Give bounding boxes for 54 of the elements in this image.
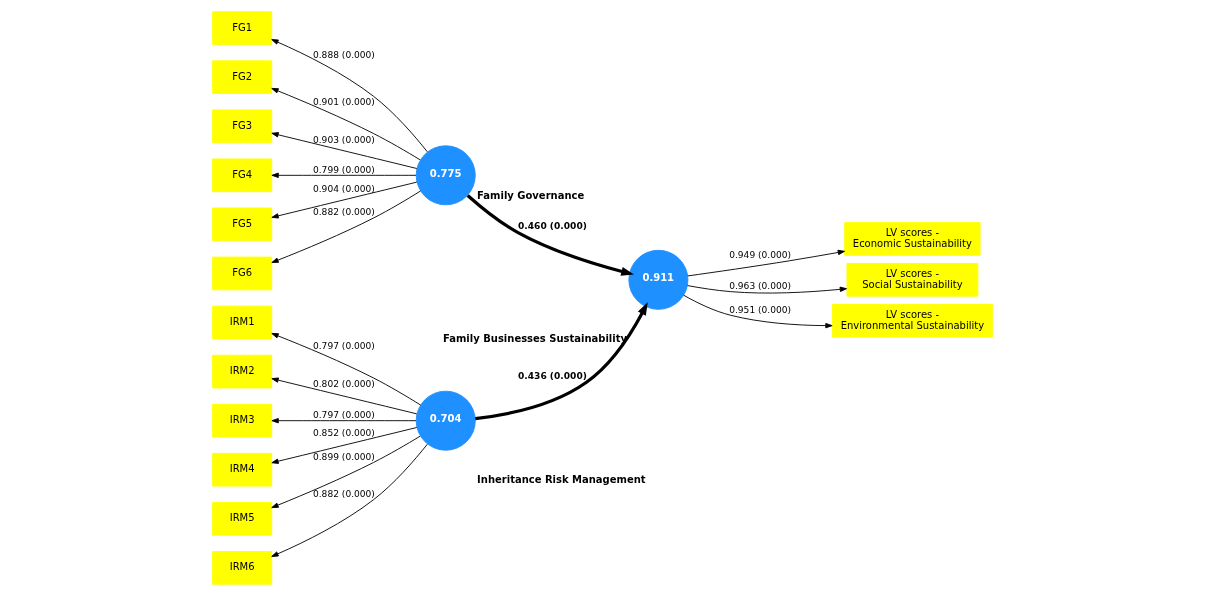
node-box: IRM6 <box>212 551 273 585</box>
edge-label: 0.882 (0.000) <box>312 207 375 218</box>
edge-label: 0.888 (0.000) <box>312 50 375 61</box>
arrow <box>271 333 421 406</box>
arrow <box>683 294 833 329</box>
node-circle: 0.775 <box>415 145 476 206</box>
edge-label: 0.882 (0.000) <box>312 489 375 500</box>
node-box: FG6 <box>212 256 273 291</box>
arrow <box>466 194 634 276</box>
arrow <box>271 172 417 178</box>
edge-label: 0.899 (0.000) <box>312 451 375 462</box>
node-box: IRM5 <box>212 502 273 536</box>
edge-label: 0.949 (0.000) <box>729 250 792 261</box>
node-box: LV scores - Environmental Sustainability <box>831 303 993 338</box>
arrow <box>271 435 421 509</box>
node-circle: 0.911 <box>628 249 689 310</box>
edge-label: 0.799 (0.000) <box>312 164 375 175</box>
arrow <box>271 39 428 153</box>
arrow <box>475 302 648 421</box>
edge-label: 0.904 (0.000) <box>312 183 375 194</box>
edge-label: 0.802 (0.000) <box>312 379 375 390</box>
edge-label: 0.797 (0.000) <box>312 340 375 351</box>
edge-label: 0.797 (0.000) <box>312 409 375 420</box>
node-box: LV scores - Social Sustainability <box>846 263 979 297</box>
arrow <box>271 132 418 169</box>
node-label: Family Governance <box>477 190 585 202</box>
edge-label: 0.903 (0.000) <box>312 134 375 145</box>
node-label: Inheritance Risk Management <box>477 473 646 485</box>
arrow <box>271 190 421 263</box>
node-box: FG1 <box>212 11 273 45</box>
node-box: FG3 <box>212 109 273 144</box>
edge-label: 0.460 (0.000) <box>517 220 587 231</box>
arrow <box>271 181 418 219</box>
edge-label: 0.436 (0.000) <box>517 370 587 381</box>
node-box: IRM3 <box>212 403 273 438</box>
edge-label: 0.852 (0.000) <box>312 428 375 439</box>
arrow <box>271 377 418 415</box>
node-box: IRM1 <box>212 305 273 340</box>
arrow <box>271 87 421 161</box>
arrow <box>271 427 418 464</box>
arrow <box>271 443 428 557</box>
arrow <box>687 249 845 277</box>
node-box: LV scores - Economic Sustainability <box>844 222 981 256</box>
node-box: FG5 <box>212 207 273 242</box>
edge-label: 0.963 (0.000) <box>729 280 792 291</box>
arrow <box>687 285 848 294</box>
node-box: FG4 <box>212 158 273 193</box>
node-box: IRM4 <box>212 452 273 487</box>
node-circle: 0.704 <box>415 390 476 451</box>
edge-label: 0.901 (0.000) <box>312 97 375 108</box>
edge-label: 0.951 (0.000) <box>729 304 792 315</box>
node-box: IRM2 <box>212 354 273 389</box>
arrow <box>271 418 417 424</box>
node-box: FG2 <box>212 60 273 94</box>
